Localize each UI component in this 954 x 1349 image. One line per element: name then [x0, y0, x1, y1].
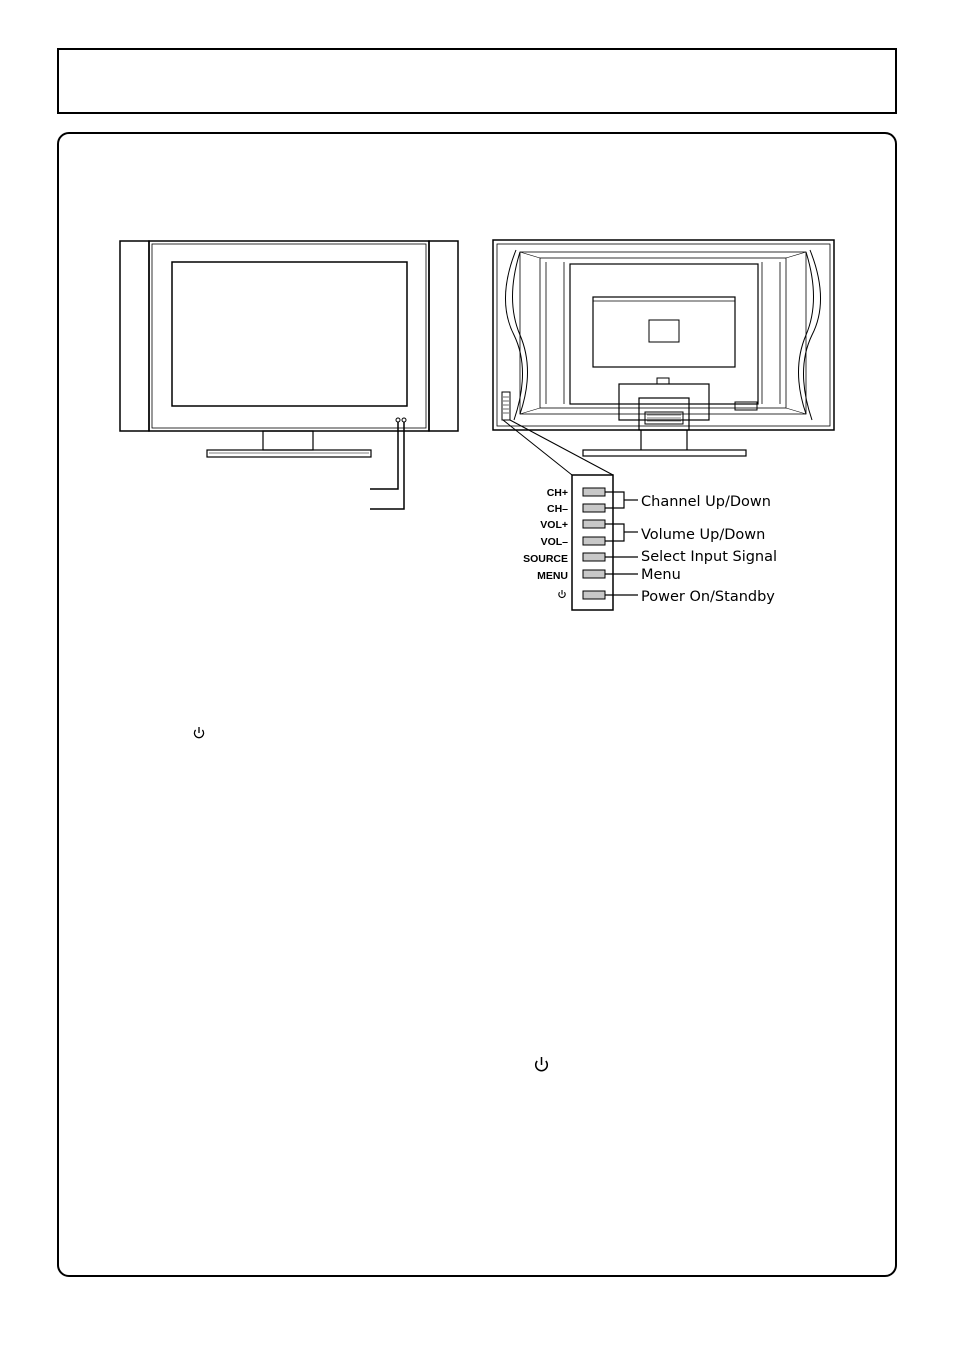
- source-label: SOURCE: [523, 553, 568, 565]
- tv-bezel: [148, 240, 430, 432]
- volume-callout: Volume Up/Down: [641, 527, 765, 543]
- tv-screen: [171, 261, 408, 407]
- ch-minus-label: CH–: [547, 503, 568, 515]
- source-button[interactable]: [582, 552, 606, 562]
- rear-stand-base: [582, 449, 747, 457]
- remote-sensor: [401, 417, 407, 423]
- tv-rear-view: [492, 239, 835, 476]
- menu-button[interactable]: [582, 569, 606, 579]
- ch-plus-label: CH+: [547, 487, 568, 499]
- ch-plus-button[interactable]: [582, 487, 606, 497]
- vol-minus-label: VOL–: [541, 536, 569, 548]
- control-panel-enlarged: CH+ CH– VOL+ VOL– SOURCE MENU Channel Up…: [523, 474, 777, 611]
- right-speaker: [428, 240, 459, 432]
- page-header-box: [57, 48, 897, 114]
- channel-callout: Channel Up/Down: [641, 494, 771, 510]
- left-speaker: [119, 240, 150, 432]
- power-indicator-led: [395, 417, 401, 423]
- side-button-strip: [501, 391, 511, 421]
- rear-cabinet: [492, 239, 835, 431]
- stand-neck: [262, 430, 314, 451]
- power-icon: [193, 727, 205, 739]
- power-icon: [534, 1057, 549, 1072]
- stand-base: [206, 449, 372, 458]
- zoom-line-left: [502, 419, 573, 476]
- menu-label: MENU: [537, 570, 568, 582]
- rear-label-plate: [648, 319, 680, 343]
- menu-callout: Menu: [641, 567, 681, 583]
- ch-minus-button[interactable]: [582, 503, 606, 513]
- sensor-leader-line: [370, 422, 405, 510]
- source-callout: Select Input Signal: [641, 549, 777, 565]
- vol-plus-label: VOL+: [540, 519, 568, 531]
- indicator-leader-line: [370, 422, 399, 490]
- content-panel: [57, 132, 897, 1277]
- tv-front-view: [119, 240, 459, 510]
- vol-minus-button[interactable]: [582, 536, 606, 546]
- vol-plus-button[interactable]: [582, 519, 606, 529]
- power-callout: Power On/Standby: [641, 589, 775, 605]
- power-icon: [558, 590, 566, 599]
- power-button[interactable]: [582, 590, 606, 600]
- zoom-line-right: [509, 419, 614, 476]
